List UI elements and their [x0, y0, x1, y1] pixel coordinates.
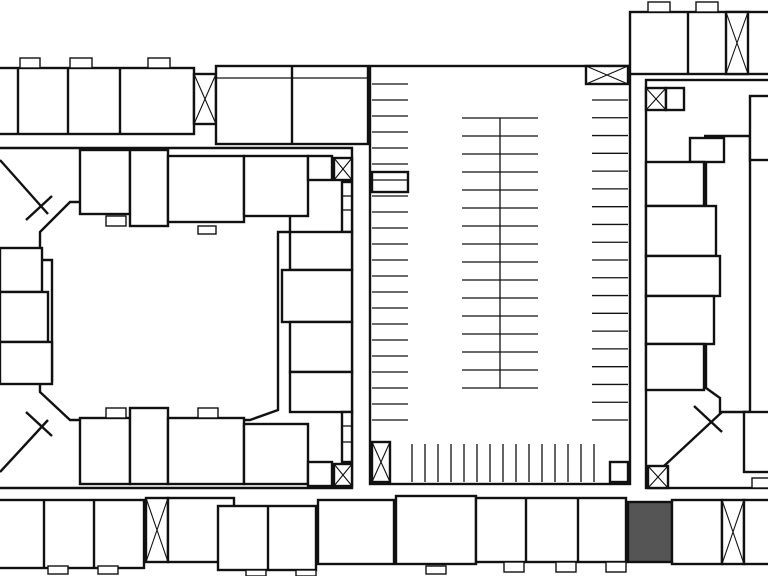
unit[interactable] — [644, 160, 706, 208]
stair-x-icon — [584, 64, 630, 86]
balcony — [47, 565, 69, 575]
unit[interactable] — [166, 416, 246, 486]
unit[interactable] — [742, 498, 768, 566]
balcony — [147, 57, 171, 69]
unit[interactable] — [128, 406, 170, 486]
unit-block-bottom-center[interactable] — [474, 496, 628, 564]
balcony — [197, 407, 219, 419]
balcony — [555, 561, 577, 573]
unit[interactable] — [0, 340, 54, 386]
unit[interactable] — [288, 320, 354, 374]
unit[interactable] — [394, 494, 478, 566]
selected-unit[interactable] — [626, 500, 674, 564]
stair-x-icon — [370, 440, 392, 484]
unit[interactable] — [644, 204, 718, 258]
balcony — [69, 57, 93, 69]
unit[interactable] — [644, 342, 706, 392]
unit[interactable] — [316, 498, 396, 566]
balcony — [245, 569, 267, 576]
balcony — [751, 477, 768, 489]
balcony — [295, 569, 317, 576]
balcony — [19, 57, 41, 69]
courtyard — [38, 200, 292, 422]
balcony — [197, 225, 217, 235]
parking-lot — [368, 64, 632, 486]
closet — [340, 410, 354, 464]
unit[interactable] — [78, 416, 132, 486]
left-courtyard-building — [0, 146, 354, 490]
balcony — [605, 561, 627, 573]
parking-stalls — [372, 83, 628, 482]
bottom-building-row — [0, 494, 768, 576]
closet — [340, 180, 354, 234]
balcony — [105, 407, 127, 419]
unit[interactable] — [688, 136, 726, 164]
utility-room — [664, 86, 686, 112]
stair-x-icon — [144, 496, 170, 564]
top-left-building — [0, 57, 370, 146]
unit[interactable] — [288, 370, 354, 414]
balcony — [97, 565, 119, 575]
balcony — [425, 565, 447, 575]
stair-x-icon — [644, 86, 668, 112]
stair-x-icon — [192, 72, 218, 126]
unit[interactable] — [78, 148, 132, 216]
unit[interactable] — [288, 230, 354, 272]
stair-x-icon — [646, 464, 670, 490]
stair-x-icon — [332, 462, 354, 488]
unit[interactable] — [670, 498, 724, 566]
unit-block-top-left[interactable] — [0, 66, 196, 136]
utility-room — [370, 170, 410, 194]
unit[interactable] — [242, 154, 310, 218]
balcony — [695, 1, 719, 13]
unit[interactable] — [644, 254, 722, 298]
unit[interactable] — [306, 154, 334, 182]
unit[interactable] — [306, 460, 334, 488]
unit[interactable] — [644, 294, 716, 346]
stair-x-icon — [720, 498, 746, 566]
unit[interactable] — [242, 422, 310, 486]
unit[interactable] — [128, 148, 170, 228]
unit[interactable] — [748, 94, 768, 162]
unit[interactable] — [280, 268, 354, 324]
right-building — [628, 1, 768, 490]
utility-room — [608, 460, 630, 484]
unit[interactable] — [742, 410, 768, 474]
elevator-x-icon — [724, 10, 750, 76]
unit[interactable] — [166, 154, 246, 224]
unit[interactable] — [0, 290, 50, 344]
balcony — [647, 1, 671, 13]
unit-block-bottom-left[interactable] — [0, 498, 146, 570]
balcony — [105, 215, 127, 227]
balcony — [503, 561, 525, 573]
unit[interactable] — [0, 246, 44, 294]
stair-x-icon — [332, 156, 354, 182]
